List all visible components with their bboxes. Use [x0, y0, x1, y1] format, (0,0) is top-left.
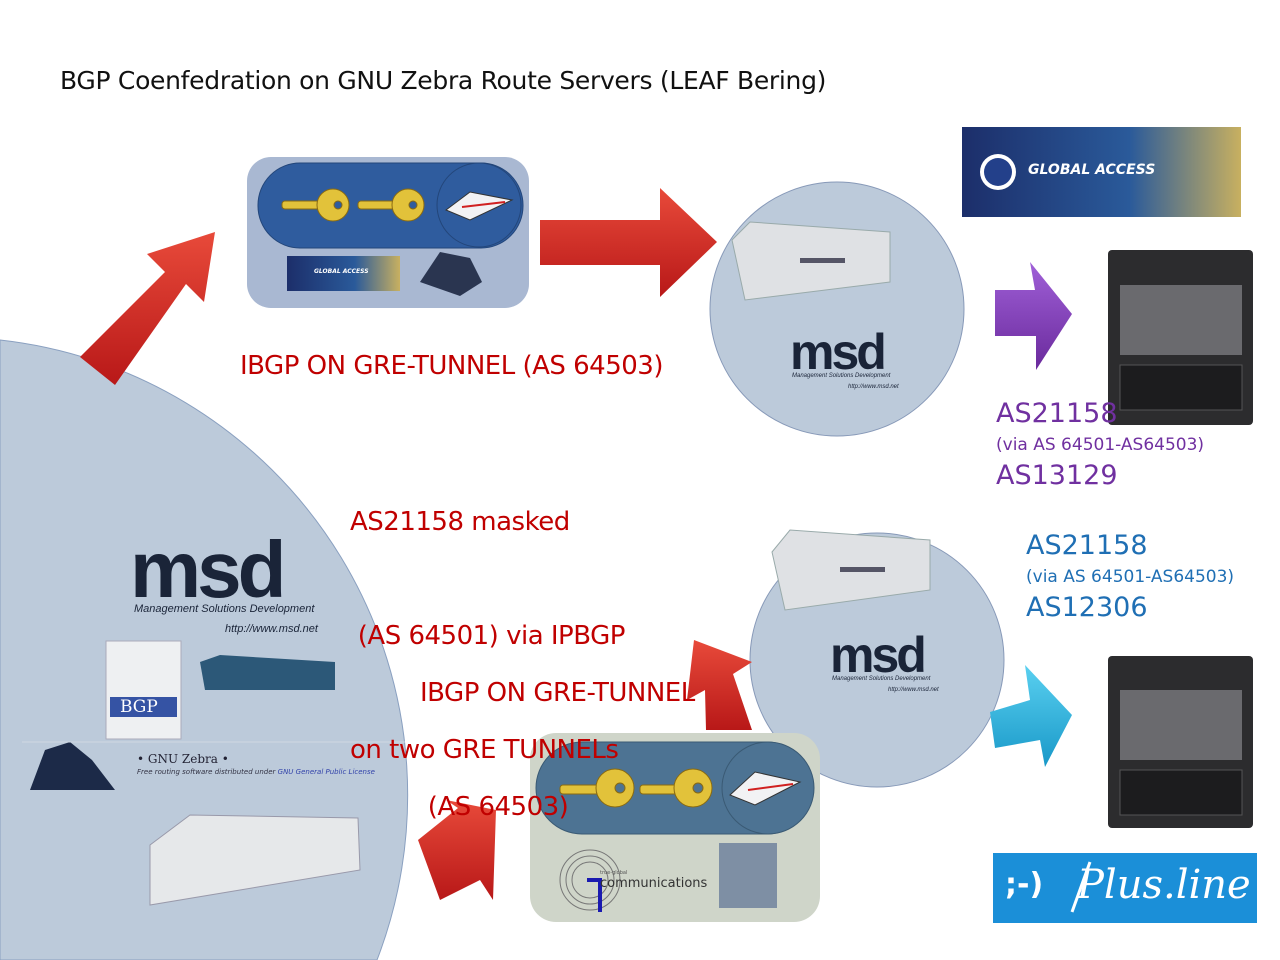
msd-url-bottom: http://www.msd.net	[888, 687, 939, 693]
peer-as12306: AS21158 (via AS 64501-AS64503) AS12306	[1026, 530, 1234, 624]
slide-title: BGP Coenfedration on GNU Zebra Route Ser…	[60, 66, 827, 95]
msd-logo-bottom: msd	[830, 627, 927, 683]
global-access-thumb	[287, 256, 400, 291]
zebra-route-server-area	[0, 339, 409, 960]
gnu-zebra-title: • GNU Zebra •	[137, 752, 229, 766]
msd-url: http://www.msd.net	[225, 623, 318, 635]
peer-remote-as: AS12306	[1026, 592, 1148, 623]
msd-tagline-top: Management Solutions Development	[792, 373, 891, 379]
tgc-main-text: communications	[600, 876, 708, 891]
global-access-thumb-text: GLOBAL ACCESS	[314, 268, 369, 275]
gnu-link[interactable]: GNU	[277, 768, 294, 776]
masked-line-1: AS21158 masked	[350, 507, 570, 537]
arrow-bottom-right	[418, 800, 496, 900]
train-icon	[445, 191, 802, 806]
arrow-cyan	[990, 665, 1072, 767]
ibgp-bottom-line-1: IBGP ON GRE-TUNNEL	[420, 678, 695, 708]
plusline-smiley: ;-)	[1005, 867, 1044, 902]
msd-server-pc-bottom	[771, 529, 931, 611]
key-icon	[281, 188, 713, 808]
global-access-text: GLOBAL ACCESS	[1028, 162, 1156, 178]
ibgp-bottom-label: IBGP ON GRE-TUNNEL (AS 64503)	[420, 598, 695, 864]
cisco-router-image	[200, 655, 335, 690]
zebra-logo	[30, 742, 115, 790]
plusline-logo	[993, 853, 1257, 923]
masked-label: AS21158 masked (AS 64501) via IPBGP on t…	[350, 427, 625, 807]
network-switch-top	[1108, 250, 1253, 425]
bgp-book-title: BGP	[120, 697, 158, 717]
peer-as13129: AS21158 (via AS 64501-AS64503) AS13129	[996, 398, 1204, 492]
ibgp-bottom-line-2: (AS 64503)	[420, 792, 569, 822]
plusline-text: Plus.line	[1077, 862, 1251, 908]
true-global-logo	[559, 849, 621, 911]
masked-line-3: on two GRE TUNNELs	[350, 735, 619, 765]
masked-line-2: (AS 64501) via IPBGP	[350, 621, 626, 651]
bgp-book-cover	[105, 640, 182, 740]
peer-remote-as: AS13129	[996, 460, 1118, 491]
antenna-photo	[719, 843, 777, 908]
msd-tagline-bottom: Management Solutions Development	[832, 676, 931, 682]
peer-as: AS21158	[1026, 530, 1148, 561]
modem-image	[420, 252, 482, 296]
arrow-purple	[995, 262, 1072, 370]
msd-logo-large: msd	[130, 525, 286, 614]
tgc-small-text: true-global	[600, 870, 628, 876]
msd-server-pc-top	[731, 221, 891, 301]
arrow-top-right	[540, 188, 717, 297]
peer-via: (via AS 64501-AS64503)	[996, 435, 1205, 455]
peer-as: AS21158	[996, 398, 1118, 429]
rack-server-image	[149, 814, 361, 906]
arrow-bottom-up	[687, 640, 752, 730]
msd-logo-top: msd	[790, 324, 887, 380]
ibgp-top-label: IBGP ON GRE-TUNNEL (AS 64503)	[240, 351, 664, 381]
gpl-link[interactable]: General Public License	[295, 768, 375, 776]
msd-tagline: Management Solutions Development	[134, 603, 315, 615]
gnu-zebra-sub-text: Free routing software distributed under	[137, 768, 276, 776]
msd-url-top: http://www.msd.net	[848, 384, 899, 390]
network-switch-bottom	[1108, 656, 1253, 828]
peer-via: (via AS 64501-AS64503)	[1026, 567, 1235, 587]
msd-server-top-circle	[709, 181, 965, 437]
arrow-up-left	[80, 232, 215, 385]
gnu-zebra-subtitle: Free routing software distributed under …	[137, 768, 375, 776]
